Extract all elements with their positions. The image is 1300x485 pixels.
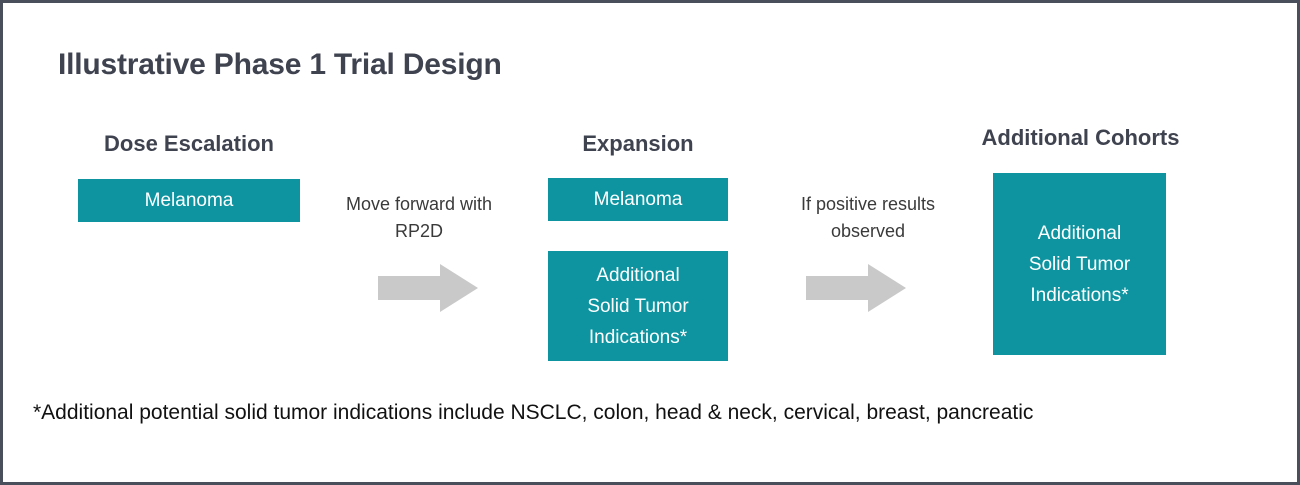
cohort-box-label: Additional Solid Tumor Indications* bbox=[587, 260, 688, 353]
cohort-box-label: Additional Solid Tumor Indications* bbox=[1029, 218, 1130, 311]
cohort-box-label-line-3: Indications* bbox=[1030, 284, 1129, 306]
connector-label-line-1: If positive results bbox=[800, 194, 936, 214]
cohort-box-label-line-2: Solid Tumor bbox=[587, 295, 689, 317]
cohort-box-label-line-1: Additional bbox=[1037, 222, 1122, 244]
cohort-box-additional-cohorts-solid-tumor[interactable]: Additional Solid Tumor Indications* bbox=[993, 173, 1166, 355]
connector-label-line-2: observed bbox=[830, 221, 906, 241]
cohort-box-label-line-3: Indications* bbox=[588, 326, 688, 348]
cohort-box-label-line-2: Solid Tumor bbox=[1028, 253, 1131, 275]
cohort-box-dose-melanoma[interactable]: Melanoma bbox=[78, 179, 300, 222]
page-title: Illustrative Phase 1 Trial Design bbox=[58, 48, 502, 81]
cohort-box-expansion-melanoma[interactable]: Melanoma bbox=[548, 178, 728, 221]
cohort-box-label: Melanoma bbox=[593, 188, 683, 210]
connector-label-line-2: RP2D bbox=[394, 221, 443, 241]
right-block-arrow-icon bbox=[378, 264, 478, 312]
connector-label-line-1: Move forward with bbox=[345, 194, 493, 214]
connector-label-if-positive-results: If positive results observed bbox=[763, 191, 973, 245]
cohort-box-label-line-1: Additional bbox=[596, 264, 680, 286]
stage-header-expansion: Expansion bbox=[582, 131, 694, 156]
footnote-text: *Additional potential solid tumor indica… bbox=[33, 401, 1034, 424]
stage-header-dose-escalation: Dose Escalation bbox=[104, 131, 274, 156]
stage-header-additional-cohorts: Additional Cohorts bbox=[981, 125, 1180, 150]
right-block-arrow-icon bbox=[806, 264, 906, 312]
cohort-box-label: Melanoma bbox=[144, 189, 234, 211]
connector-label-move-forward: Move forward with RP2D bbox=[319, 191, 519, 245]
cohort-box-expansion-additional-solid-tumor[interactable]: Additional Solid Tumor Indications* bbox=[548, 251, 728, 361]
